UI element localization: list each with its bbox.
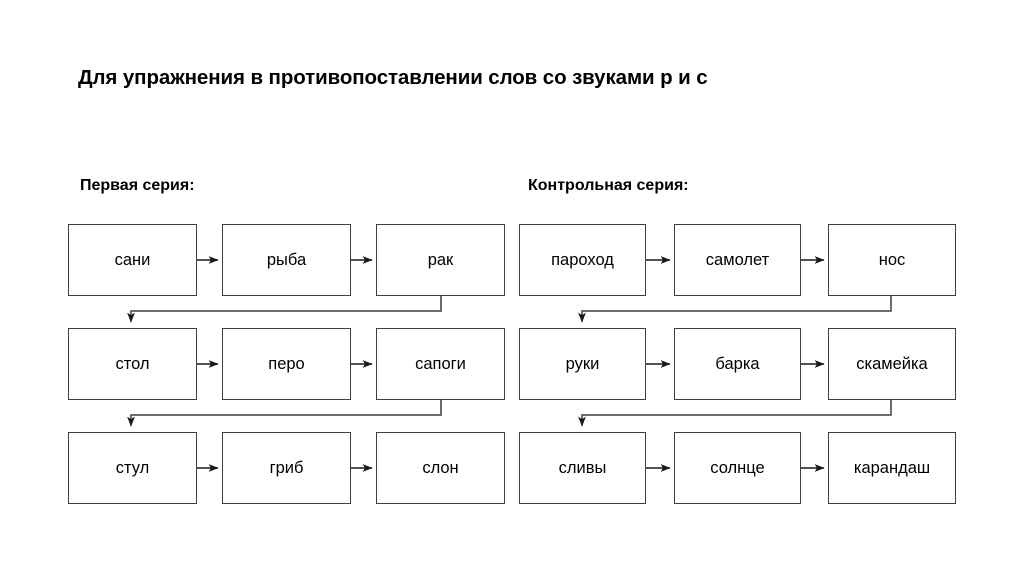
node-label: барка <box>715 354 760 373</box>
node-box[interactable]: пароход <box>519 224 646 296</box>
node-box[interactable]: стул <box>68 432 197 504</box>
node-box[interactable]: рыба <box>222 224 351 296</box>
series-heading-control: Контрольная серия: <box>528 177 689 194</box>
node-box[interactable]: сапоги <box>376 328 505 400</box>
node-label: стол <box>115 354 150 373</box>
node-label: пароход <box>551 250 614 269</box>
series-heading-first: Первая серия: <box>80 177 195 194</box>
node-box[interactable]: руки <box>519 328 646 400</box>
node-box[interactable]: сливы <box>519 432 646 504</box>
node-box[interactable]: скамейка <box>828 328 956 400</box>
node-label: руки <box>565 354 600 373</box>
node-box[interactable]: рак <box>376 224 505 296</box>
node-label: перо <box>268 354 305 373</box>
node-box[interactable]: слон <box>376 432 505 504</box>
node-label: стул <box>115 458 150 477</box>
page-title: Для упражнения в противопоставлении слов… <box>78 66 708 89</box>
node-box[interactable]: нос <box>828 224 956 296</box>
node-box[interactable]: гриб <box>222 432 351 504</box>
node-label: скамейка <box>856 354 928 373</box>
node-box[interactable]: самолет <box>674 224 801 296</box>
node-label: карандаш <box>853 458 931 477</box>
node-label: рак <box>427 250 454 269</box>
node-box[interactable]: сани <box>68 224 197 296</box>
node-label: слон <box>422 458 459 477</box>
node-box[interactable]: барка <box>674 328 801 400</box>
node-box[interactable]: солнце <box>674 432 801 504</box>
node-box[interactable]: перо <box>222 328 351 400</box>
node-label: гриб <box>269 458 304 477</box>
node-box[interactable]: стол <box>68 328 197 400</box>
node-label: сливы <box>558 458 607 477</box>
node-label: рыба <box>266 250 307 269</box>
node-box[interactable]: карандаш <box>828 432 956 504</box>
node-label: самолет <box>705 250 770 269</box>
node-label: солнце <box>710 458 765 477</box>
node-label: сани <box>114 250 151 269</box>
node-label: нос <box>878 250 906 269</box>
node-label: сапоги <box>415 354 466 373</box>
